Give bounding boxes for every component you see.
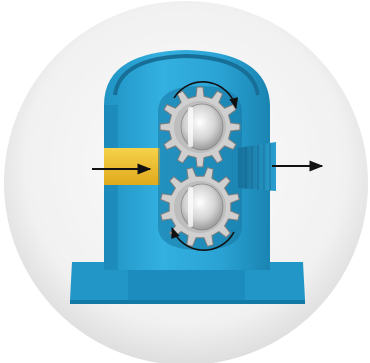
gear-shaft-highlight	[188, 187, 193, 227]
housing-side-shade	[104, 105, 118, 270]
inlet-fluid	[104, 148, 160, 185]
gear-shaft	[181, 184, 223, 230]
gear-shaft	[181, 104, 223, 150]
housing-base-edge	[70, 300, 305, 304]
gear-shaft-highlight	[188, 107, 193, 147]
lower-gear	[161, 168, 240, 247]
housing-base-recess	[128, 270, 245, 300]
